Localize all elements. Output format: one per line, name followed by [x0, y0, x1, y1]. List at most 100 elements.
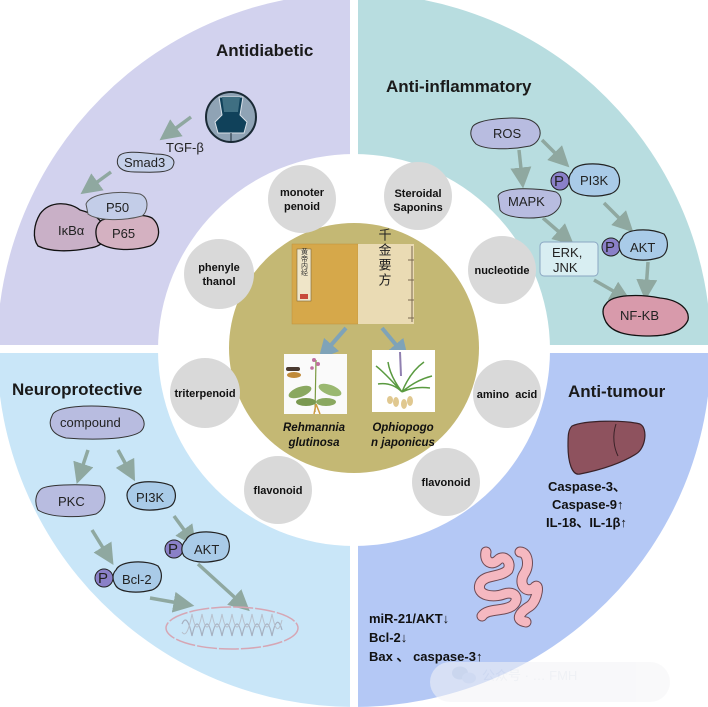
- svg-text:NF-KB: NF-KB: [620, 308, 659, 323]
- svg-text:AKT: AKT: [630, 240, 655, 255]
- arrow-mapk-to-erk: [541, 216, 574, 245]
- title-antiinflammatory: Anti-inflammatory: [386, 77, 532, 96]
- plant-rehmannia-label-2: glutinosa: [287, 437, 340, 449]
- antidiabetic-pathway: TGF-β Smad3 IκBα P65 P50: [33, 91, 257, 252]
- protein-pkc: PKC: [35, 484, 106, 518]
- liver-marker-line-3: IL-18、IL-1β↑: [546, 515, 627, 530]
- svg-text:ERK,: ERK,: [552, 245, 582, 260]
- svg-text:JNK: JNK: [553, 260, 578, 275]
- svg-text:P: P: [605, 239, 615, 256]
- svg-text:P: P: [98, 570, 108, 587]
- arrow-pkc-to-bcl2: [90, 529, 114, 565]
- neuroprotective-pathway: compound PKC PI3K P AKT P Bcl-2: [35, 405, 299, 650]
- liver-icon: [567, 420, 646, 475]
- antiinflammatory-pathway: ROS P PI3K MAPK ERK, JNK P AKT: [470, 117, 689, 337]
- svg-text:MAPK: MAPK: [508, 194, 545, 209]
- book-huangdi-neijing: 黄帝内经: [291, 243, 359, 325]
- intestine-marker-line-2: Bcl-2↓: [369, 630, 407, 645]
- protein-ikba: IκBα: [33, 203, 108, 252]
- antitumour-content: Caspase-3、 Caspase-9↑ IL-18、IL-1β↑ miR-2…: [369, 420, 646, 664]
- svg-text:IκBα: IκBα: [58, 223, 85, 238]
- protein-compound: compound: [49, 405, 145, 440]
- svg-text:Bcl-2: Bcl-2: [122, 572, 152, 587]
- svg-text:P: P: [168, 541, 178, 558]
- dna-nucleus-icon: [165, 606, 299, 650]
- svg-text:Saponins: Saponins: [393, 202, 443, 214]
- center-content: 黄帝内经 千金要方: [283, 228, 435, 449]
- svg-text:P50: P50: [106, 200, 129, 215]
- arrow-bcl2-to-dna: [149, 591, 195, 613]
- arrow-pi3k-to-akt: [602, 201, 634, 233]
- watermark: 公众号 · … FMH: [430, 662, 670, 702]
- svg-text:Smad3: Smad3: [124, 155, 165, 170]
- plant-ophiopogon-label-2: n japonicus: [371, 437, 435, 449]
- arrow-akt-to-nfkb: [636, 261, 658, 301]
- intestine-icon: [474, 546, 543, 628]
- protein-bcl2: Bcl-2: [112, 561, 162, 593]
- phospho-p-akt-neuro: P: [164, 539, 184, 559]
- svg-text:PKC: PKC: [58, 494, 85, 509]
- arrow-ros-to-pi3k: [540, 138, 570, 168]
- compound-flavonoid-right: flavonoid: [412, 448, 480, 516]
- arrow-book-to-ophiopogon: [380, 326, 409, 360]
- svg-text:monoter: monoter: [280, 187, 325, 199]
- svg-text:amino acid: amino acid: [477, 389, 538, 401]
- protein-pi3k-neuro: PI3K: [126, 481, 176, 511]
- protein-nfkb: NF-KB: [602, 294, 689, 337]
- svg-text:nucleotide: nucleotide: [474, 265, 529, 277]
- intestine-marker-line-1: miR-21/AKT↓: [369, 611, 449, 626]
- compound-flavonoid-left: flavonoid: [244, 456, 312, 524]
- protein-akt-inflam: AKT: [618, 229, 668, 261]
- wechat-icon: [452, 666, 476, 684]
- svg-text:P: P: [554, 173, 564, 190]
- svg-text:thanol: thanol: [203, 276, 236, 288]
- compound-amino-acid: amino acid: [473, 360, 541, 428]
- compound-circles: monoter penoid Steroidal Saponins phenyl…: [170, 162, 541, 524]
- protein-p50: P50: [85, 191, 148, 221]
- svg-text:ROS: ROS: [493, 126, 522, 141]
- compound-triterpenoid: triterpenoid: [170, 358, 240, 428]
- arrow-cell-to-tgf: [159, 115, 193, 141]
- title-neuroprotective: Neuroprotective: [12, 380, 142, 399]
- phospho-p-bcl2: P: [94, 568, 114, 588]
- arrow-smad3-to-complex: [80, 170, 113, 195]
- box-erk-jnk: ERK, JNK: [539, 241, 599, 277]
- book-qianjin-yaofang: 千金要方: [358, 228, 414, 324]
- svg-text:千金要方: 千金要方: [377, 228, 392, 288]
- pancreas-cell-icon: [205, 91, 257, 143]
- plant-ophiopogon-label-1: Ophiopogo: [372, 422, 433, 434]
- protein-p65: P65: [95, 214, 160, 251]
- svg-text:黄帝内经: 黄帝内经: [301, 247, 309, 276]
- svg-text:flavonoid: flavonoid: [254, 485, 303, 497]
- svg-text:flavonoid: flavonoid: [422, 477, 471, 489]
- compound-phenylethanol: phenyle thanol: [184, 239, 254, 309]
- arrow-book-to-rehmannia: [318, 326, 348, 360]
- arrow-pi3k-to-akt-neuro: [172, 514, 197, 547]
- arrow-akt-to-dna: [196, 562, 250, 612]
- liver-marker-line-1: Caspase-3、: [548, 479, 626, 494]
- svg-text:PI3K: PI3K: [580, 173, 609, 188]
- compound-steroidal-saponins: Steroidal Saponins: [384, 162, 452, 230]
- protein-pi3k-inflam: PI3K: [568, 163, 621, 197]
- phospho-p-pi3k: P: [550, 171, 570, 191]
- protein-smad3: Smad3: [116, 151, 175, 173]
- svg-text:P65: P65: [112, 226, 135, 241]
- svg-text:phenyle: phenyle: [198, 262, 240, 274]
- protein-mapk: MAPK: [497, 188, 562, 219]
- protein-ros: ROS: [470, 117, 541, 150]
- title-antitumour: Anti-tumour: [568, 382, 666, 401]
- arrow-compound-to-pi3k: [115, 449, 136, 482]
- arrow-compound-to-pkc: [73, 449, 94, 484]
- svg-text:compound: compound: [60, 415, 121, 430]
- title-antidiabetic: Antidiabetic: [216, 41, 313, 60]
- liver-marker-line-2: Caspase-9↑: [552, 497, 624, 512]
- plant-rehmannia-image: [284, 354, 347, 415]
- svg-text:PI3K: PI3K: [136, 490, 165, 505]
- svg-text:AKT: AKT: [194, 542, 219, 557]
- intestine-marker-line-3: Bax 、 caspase-3↑: [369, 649, 482, 664]
- plant-rehmannia-label-1: Rehmannia: [283, 422, 346, 434]
- svg-text:penoid: penoid: [284, 201, 320, 213]
- compound-monoterpenoid: monoter penoid: [268, 165, 336, 233]
- arrow-ros-to-mapk: [510, 149, 532, 189]
